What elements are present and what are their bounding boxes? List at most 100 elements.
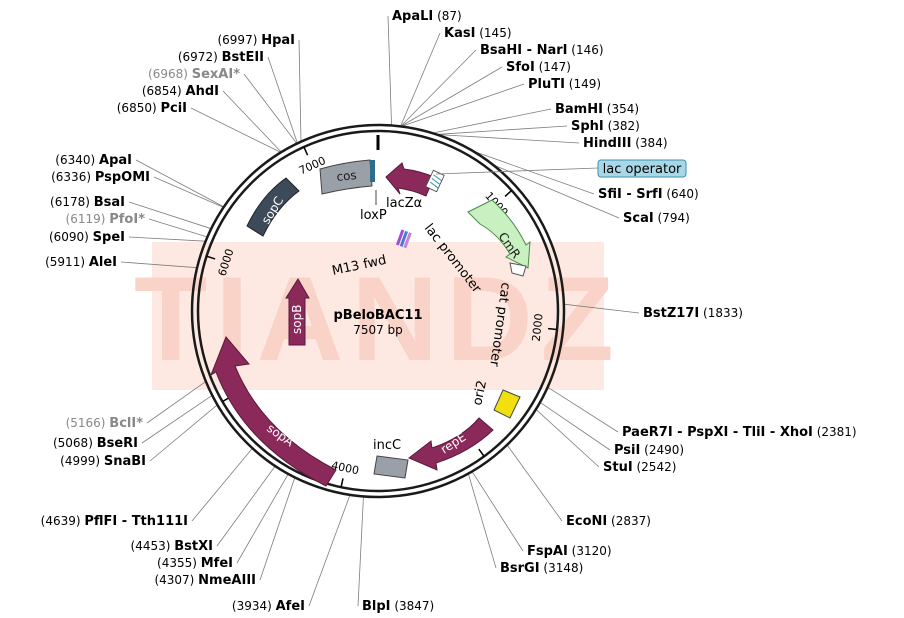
site-leader-line	[148, 218, 208, 238]
restriction-site-position: (6090)	[49, 230, 93, 244]
restriction-site-name: AfeI	[276, 599, 305, 614]
site-leader-line	[146, 381, 207, 424]
restriction-site-position: (4307)	[154, 573, 198, 587]
restriction-site-name: ApaLI	[392, 9, 433, 24]
restriction-site-position: (382)	[604, 119, 640, 133]
site-leader-line	[432, 108, 552, 134]
restriction-sites: ApaLI (87)KasI (145)BsaHI - NarI (146)Sf…	[41, 9, 857, 614]
sopC-feature	[246, 177, 300, 237]
restriction-site-name: BstEII	[222, 50, 264, 65]
restriction-site-name: FspAI	[527, 544, 568, 559]
restriction-site-position: (4453)	[131, 539, 175, 553]
restriction-site-label: SfiI - SrfI (640)	[598, 187, 699, 202]
restriction-site-label: (5068) BseRI	[53, 436, 138, 451]
restriction-site-position: (6997)	[217, 33, 261, 47]
site-leader-line	[153, 176, 224, 208]
restriction-site-position: (1833)	[699, 306, 743, 320]
restriction-site-name: SexAI*	[192, 67, 240, 82]
restriction-site-name: SfiI - SrfI	[598, 187, 663, 202]
site-leader-line	[298, 39, 302, 142]
restriction-site-position: (354)	[603, 102, 639, 116]
lac-operator-marker	[425, 169, 445, 193]
restriction-site-label: SphI (382)	[571, 119, 640, 134]
site-leader-line	[259, 477, 296, 581]
cos-feature	[319, 159, 373, 195]
ori2-label: ori2	[470, 379, 490, 407]
restriction-site-position: (6850)	[117, 101, 161, 115]
site-leader-lines	[120, 15, 640, 607]
restriction-site-name: BstZ17I	[643, 306, 699, 321]
restriction-site-name: PciI	[160, 101, 187, 116]
site-leader-line	[357, 496, 364, 607]
restriction-site-name: AleI	[89, 255, 117, 270]
site-leader-line	[141, 395, 213, 444]
restriction-site-name: StuI	[603, 460, 633, 475]
scale-tick-mark	[478, 448, 485, 457]
restriction-site-label: (4355) MfeI	[157, 556, 233, 571]
restriction-site-label: (6854) AhdI	[142, 84, 219, 99]
restriction-site-position: (6336)	[51, 170, 95, 184]
site-leader-line	[191, 447, 253, 522]
site-leader-line	[128, 236, 206, 242]
site-leader-line	[492, 164, 620, 219]
watermark-text: TIANDZ	[134, 252, 622, 386]
restriction-site-name: BsrGI	[500, 561, 540, 576]
scale-tick-label: 2000	[530, 313, 546, 342]
restriction-site-label: (6119) PfoI*	[66, 212, 146, 227]
site-leader-line	[120, 261, 198, 269]
backbone-inner-ring	[196, 129, 560, 493]
restriction-site-label: (4999) SnaBI	[60, 454, 146, 469]
restriction-site-label: EcoNI (2837)	[566, 514, 651, 529]
restriction-site-name: BseRI	[97, 436, 138, 451]
restriction-site-position: (2490)	[640, 443, 684, 457]
lacZa-label: lacZα	[386, 196, 422, 211]
restriction-site-position: (6972)	[178, 50, 222, 64]
site-leader-line	[547, 386, 619, 433]
site-leader-line	[467, 473, 497, 569]
restriction-site-position: (6854)	[142, 84, 186, 98]
sopB-feature	[285, 278, 310, 346]
backbone-outer-ring	[190, 123, 566, 499]
restriction-site-label: (6178) BsaI	[50, 195, 125, 210]
restriction-site-name: PluTI	[528, 77, 565, 92]
restriction-site-name: PsiI	[614, 443, 640, 458]
site-leader-line	[506, 444, 563, 522]
scale-tick-mark	[206, 255, 216, 260]
restriction-site-position: (5068)	[53, 436, 97, 450]
restriction-site-position: (3847)	[391, 599, 435, 613]
restriction-site-label: BlpI (3847)	[362, 599, 434, 614]
restriction-site-label: PluTI (149)	[528, 77, 601, 92]
restriction-site-name: ScaI	[623, 211, 654, 226]
restriction-site-label: (6972) BstEII	[178, 50, 264, 65]
site-leader-line	[436, 125, 568, 135]
site-leader-line	[400, 49, 477, 127]
restriction-site-name: KasI	[444, 26, 475, 41]
scale-tick-mark	[340, 478, 344, 488]
restriction-site-name: BlpI	[362, 599, 391, 614]
site-leader-line	[236, 473, 289, 564]
site-leader-line	[401, 83, 525, 127]
restriction-site-position: (4355)	[157, 556, 201, 570]
lac-operator-badge: lac operator	[435, 159, 687, 178]
restriction-site-label: (6340) ApaI	[55, 153, 132, 168]
restriction-site-label: BsaHI - NarI (146)	[480, 43, 604, 58]
restriction-site-position: (2542)	[633, 460, 677, 474]
restriction-site-label: (3934) AfeI	[232, 599, 305, 614]
site-leader-line	[400, 66, 503, 127]
restriction-site-label: (6997) HpaI	[217, 33, 295, 48]
restriction-site-name: BsaHI - NarI	[480, 43, 567, 58]
site-leader-line	[135, 159, 225, 208]
scale-tick-mark	[504, 189, 513, 198]
restriction-site-name: PspOMI	[95, 170, 150, 185]
restriction-site-label: HindIII (384)	[583, 136, 668, 151]
restriction-site-position: (6340)	[55, 153, 99, 167]
restriction-site-label: BsrGI (3148)	[500, 561, 583, 576]
repE-feature	[408, 417, 494, 471]
site-leader-line	[190, 107, 281, 153]
restriction-site-name: AhdI	[186, 84, 219, 99]
restriction-site-name: BstXI	[174, 539, 213, 554]
site-leader-line	[472, 150, 595, 195]
restriction-site-position: (794)	[654, 211, 690, 225]
restriction-site-name: BclI*	[109, 416, 143, 431]
cos-end-marker	[370, 160, 375, 182]
